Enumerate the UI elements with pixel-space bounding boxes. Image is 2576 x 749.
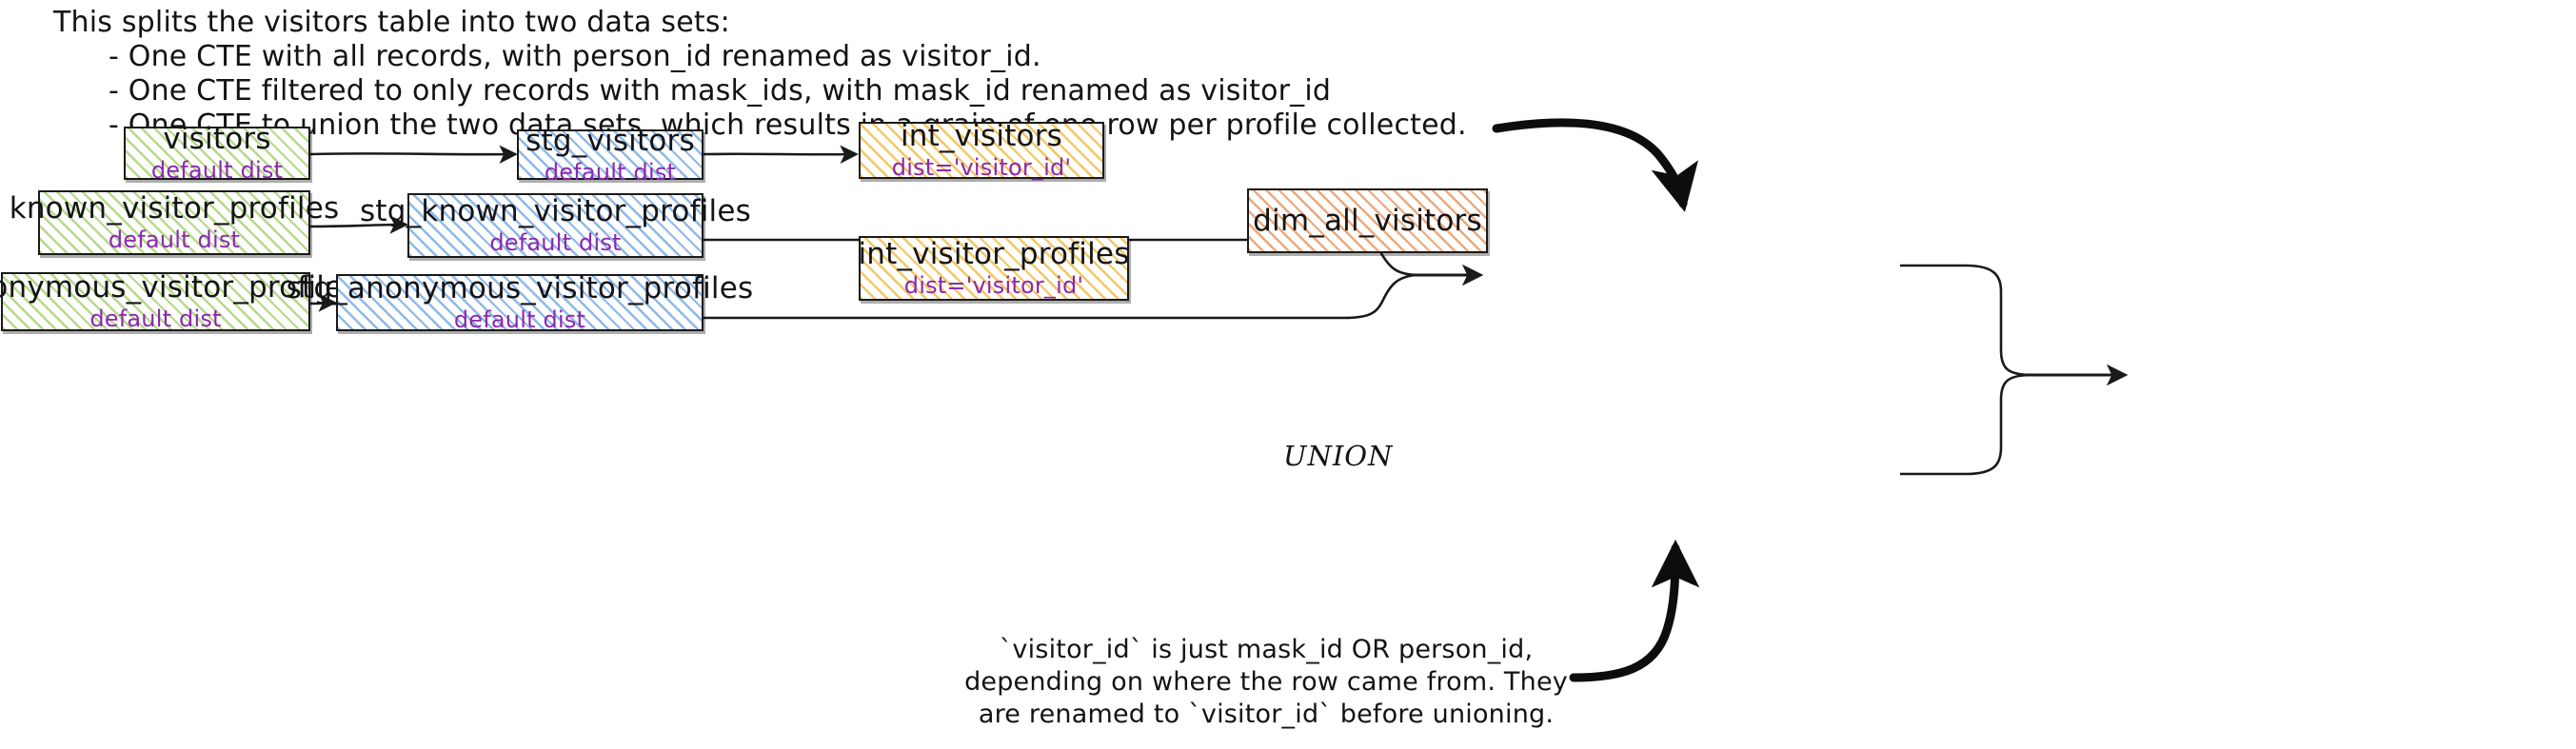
top-annotation-note: This splits the visitors table into two … [53, 6, 1538, 143]
node-title: known_visitor_profiles [9, 191, 340, 226]
node-title: stg_known_visitor_profiles [360, 194, 751, 228]
node-anonymous-visitor-profiles[interactable]: anonymous_visitor_profiles default dist [0, 271, 359, 332]
node-int-visitor-profiles[interactable]: int_visitor_profiles dist='visitor_id' [858, 236, 1130, 301]
node-title: stg_visitors [525, 123, 695, 158]
node-dist-label: default dist [453, 306, 586, 333]
note-line: - One CTE with all records, with person_… [109, 40, 1041, 73]
node-title: int_visitor_profiles [858, 237, 1130, 271]
node-int-visitors[interactable]: int_visitors dist='visitor_id' [859, 119, 1104, 181]
node-stg-anonymous-visitor-profiles[interactable]: stg_anonymous_visitor_profiles default d… [287, 272, 754, 333]
node-stg-known-visitor-profiles[interactable]: stg_known_visitor_profiles default dist [360, 193, 751, 258]
note-line: depending on where the row came from. Th… [964, 667, 1568, 697]
edge-int-visitors-to-dim [1900, 264, 2033, 377]
node-visitors[interactable]: visitors default dist [124, 123, 310, 184]
node-known-visitor-profiles[interactable]: known_visitor_profiles default dist [10, 190, 339, 255]
node-title: anonymous_visitor_profiles [0, 270, 359, 305]
node-stg-visitors[interactable]: stg_visitors default dist [517, 125, 703, 186]
edge-int-visitor-profiles-to-dim [1900, 373, 2033, 476]
note-line: `visitor_id` is just mask_id OR person_i… [999, 635, 1534, 664]
note-line: This splits the visitors table into two … [53, 6, 730, 39]
edge-stg-visitors-to-int-visitors [703, 145, 859, 165]
node-dist-label: default dist [108, 227, 241, 253]
node-dist-label: default dist [150, 157, 284, 184]
edge-visitors-to-stg-visitors [309, 145, 518, 164]
node-title: visitors [163, 122, 271, 156]
union-label: UNION [1283, 440, 1394, 472]
node-title: dim_all_visitors [1253, 204, 1482, 238]
note-line: - One CTE filtered to only records with … [109, 74, 1332, 108]
bottom-annotation-note: `visitor_id` is just mask_id OR person_i… [933, 634, 1599, 731]
node-title: stg_anonymous_visitor_profiles [286, 271, 754, 306]
node-dist-label: default dist [544, 158, 677, 186]
node-dim-all-visitors[interactable]: dim_all_visitors [1247, 188, 1488, 253]
node-dist-label: default dist [489, 229, 622, 256]
note-line: are renamed to `visitor_id` before union… [978, 700, 1555, 729]
node-dist-label: default dist [89, 306, 222, 332]
node-dist-label: dist='visitor_id' [903, 272, 1084, 299]
node-title: int_visitors [900, 119, 1063, 153]
node-dist-label: dist='visitor_id' [891, 154, 1072, 181]
